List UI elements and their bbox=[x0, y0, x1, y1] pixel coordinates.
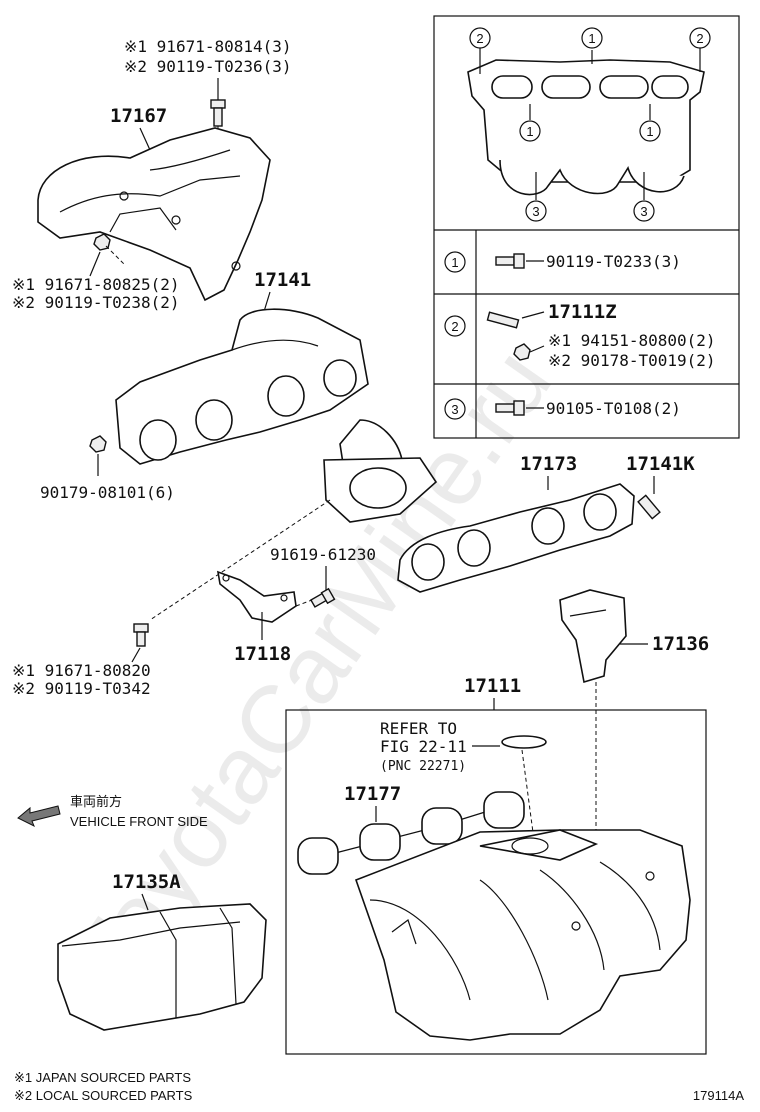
bolt-icon bbox=[495, 253, 525, 269]
bracket-17118 bbox=[216, 570, 297, 623]
label-91619: 91619-61230 bbox=[270, 545, 376, 564]
inset-row-1: 1 90119-T0233(3) bbox=[444, 251, 681, 273]
nut-90179-icon bbox=[89, 435, 107, 453]
direction-label-en: VEHICLE FRONT SIDE bbox=[70, 814, 208, 829]
svg-text:1: 1 bbox=[646, 124, 653, 139]
svg-text:1: 1 bbox=[451, 255, 458, 270]
label-bolt-mid-1: ※1 91671-80825(2) bbox=[12, 275, 180, 294]
label-17177: 17177 bbox=[344, 783, 401, 805]
svg-text:1: 1 bbox=[526, 124, 533, 139]
label-17111: 17111 bbox=[464, 675, 521, 697]
intake-manifold-frame bbox=[285, 709, 707, 1055]
nut-icon bbox=[513, 343, 531, 361]
inset-callout-2-right: 2 bbox=[689, 27, 711, 49]
label-17167: 17167 bbox=[110, 105, 167, 127]
inset-panel: 2 1 2 1 1 3 3 1 bbox=[433, 15, 740, 439]
svg-text:90119-T0233(3): 90119-T0233(3) bbox=[546, 252, 681, 271]
label-17118: 17118 bbox=[234, 643, 291, 665]
label-bolt-low-2: ※2 90119-T0342 bbox=[12, 679, 151, 698]
svg-text:3: 3 bbox=[532, 204, 539, 219]
inset-callout-3-left: 3 bbox=[525, 200, 547, 222]
footnote-local: ※2 LOCAL SOURCED PARTS bbox=[14, 1088, 193, 1103]
label-17141k: 17141K bbox=[626, 453, 695, 475]
heat-insulator-17167 bbox=[37, 127, 271, 302]
gasket-17173 bbox=[397, 483, 635, 593]
inset-callout-2-left: 2 bbox=[469, 27, 491, 49]
label-17141: 17141 bbox=[254, 269, 311, 291]
stud-17141k-icon bbox=[637, 494, 661, 520]
inset-callout-1-right: 1 bbox=[639, 120, 661, 142]
o-ring-icon bbox=[501, 735, 547, 749]
cover-17136 bbox=[559, 589, 627, 684]
footnote-japan: ※1 JAPAN SOURCED PARTS bbox=[14, 1070, 191, 1085]
svg-text:2: 2 bbox=[476, 31, 483, 46]
label-refer-3: (PNC 22271) bbox=[380, 759, 466, 774]
bolt-91619-icon bbox=[309, 587, 336, 608]
label-bolt-low-1: ※1 91671-80820 bbox=[12, 661, 151, 680]
intake-manifold-17111 bbox=[354, 829, 691, 1041]
label-90179: 90179-08101(6) bbox=[40, 483, 175, 502]
stud-icon bbox=[486, 311, 520, 329]
svg-text:※2 90178-T0019(2): ※2 90178-T0019(2) bbox=[548, 351, 716, 370]
label-17173: 17173 bbox=[520, 453, 577, 475]
inset-row-3: 3 90105-T0108(2) bbox=[444, 398, 681, 420]
label-refer-2: FIG 22-11 bbox=[380, 737, 467, 756]
front-direction-arrow-icon bbox=[17, 805, 61, 828]
inset-manifold-drawing bbox=[467, 48, 705, 200]
inset-callout-1-left: 1 bbox=[519, 120, 541, 142]
svg-text:2: 2 bbox=[696, 31, 703, 46]
bolt-top-icon bbox=[210, 99, 226, 127]
label-bolt-top-2: ※2 90119-T0236(3) bbox=[124, 57, 292, 76]
svg-text:3: 3 bbox=[451, 402, 458, 417]
label-bolt-mid-2: ※2 90119-T0238(2) bbox=[12, 293, 180, 312]
svg-text:90105-T0108(2): 90105-T0108(2) bbox=[546, 399, 681, 418]
svg-text:17111Z: 17111Z bbox=[548, 301, 617, 323]
bolt-icon bbox=[495, 400, 525, 416]
gaskets-17177 bbox=[297, 791, 525, 875]
svg-text:2: 2 bbox=[451, 319, 458, 334]
label-refer-1: REFER TO bbox=[380, 719, 457, 738]
inset-row-2: 2 17111Z ※1 94151-80800(2) ※2 90178-T001… bbox=[444, 301, 716, 370]
label-17135a: 17135A bbox=[112, 871, 181, 893]
svg-text:3: 3 bbox=[640, 204, 647, 219]
engine-cover-17135a bbox=[57, 903, 267, 1031]
direction-label-jp: 車両前方 bbox=[70, 794, 122, 809]
bolt-low-icon bbox=[133, 623, 149, 647]
inset-callout-3-right: 3 bbox=[633, 200, 655, 222]
label-bolt-top-1: ※1 91671-80814(3) bbox=[124, 37, 292, 56]
figure-id: 179114A bbox=[693, 1088, 744, 1103]
label-17136: 17136 bbox=[652, 633, 709, 655]
svg-text:※1 94151-80800(2): ※1 94151-80800(2) bbox=[548, 331, 716, 350]
inset-callout-1-top: 1 bbox=[581, 27, 603, 49]
exhaust-manifold-17141 bbox=[115, 308, 438, 523]
svg-text:1: 1 bbox=[588, 31, 595, 46]
